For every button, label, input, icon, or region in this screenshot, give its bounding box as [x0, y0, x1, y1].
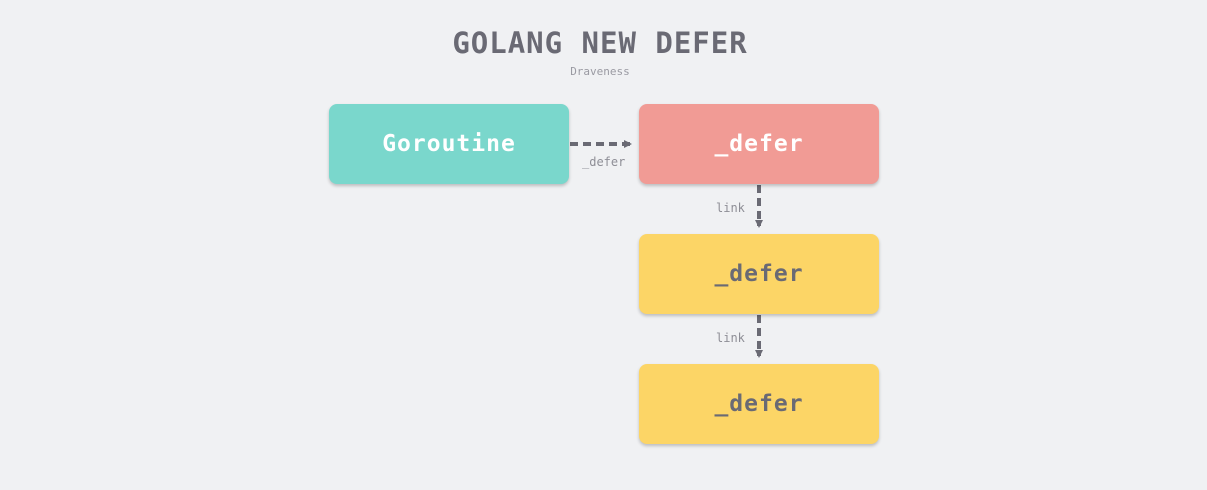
node-defer-2: _defer [639, 234, 879, 314]
node-defer-1: _defer [639, 104, 879, 184]
diagram-title: GOLANG NEW DEFER [452, 26, 748, 60]
edge-label-link-2: link [716, 331, 745, 345]
edge-label-defer: _defer [582, 155, 626, 169]
node-defer-1-label: _defer [714, 131, 804, 157]
diagram-author: Draveness [570, 65, 630, 78]
node-goroutine: Goroutine [329, 104, 569, 184]
node-defer-3-label: _defer [714, 391, 804, 417]
edge-label-link-1: link [716, 201, 745, 215]
node-goroutine-label: Goroutine [382, 131, 516, 157]
node-defer-3: _defer [639, 364, 879, 444]
node-defer-2-label: _defer [714, 261, 804, 287]
